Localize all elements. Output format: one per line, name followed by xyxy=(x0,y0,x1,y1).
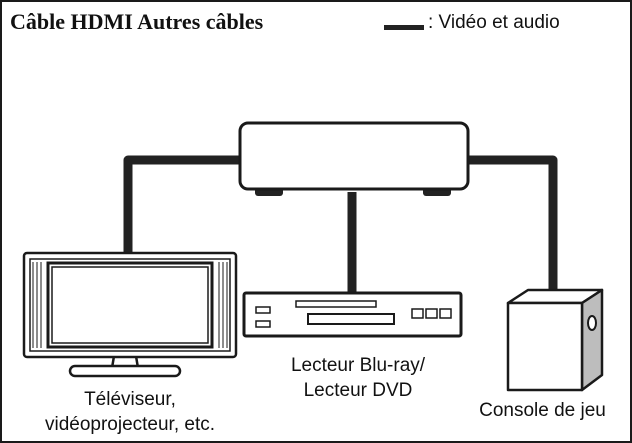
legend-cable-swatch xyxy=(384,25,424,30)
player-label: Lecteur Blu-ray/ Lecteur DVD xyxy=(256,353,460,403)
player-label-line2: Lecteur DVD xyxy=(303,380,413,401)
av-receiver xyxy=(238,121,470,196)
console-icon xyxy=(506,288,604,392)
cable-receiver-to-tv xyxy=(123,155,240,252)
diagram-title: Câble HDMI Autres câbles xyxy=(10,9,264,34)
hdmi-cables xyxy=(123,155,558,293)
tv-label-line1: Téléviseur, xyxy=(84,389,176,410)
tv-label: Téléviseur, vidéoprojecteur, etc. xyxy=(0,387,260,437)
player-label-line1: Lecteur Blu-ray/ xyxy=(290,355,426,376)
tv-icon xyxy=(22,251,238,378)
player-icon xyxy=(242,291,463,338)
cable-receiver-to-console xyxy=(468,155,558,292)
legend-label: : Vidéo et audio xyxy=(428,12,560,33)
tv-label-line2: vidéoprojecteur, etc. xyxy=(44,414,216,435)
console-label: Console de jeu xyxy=(479,400,606,421)
